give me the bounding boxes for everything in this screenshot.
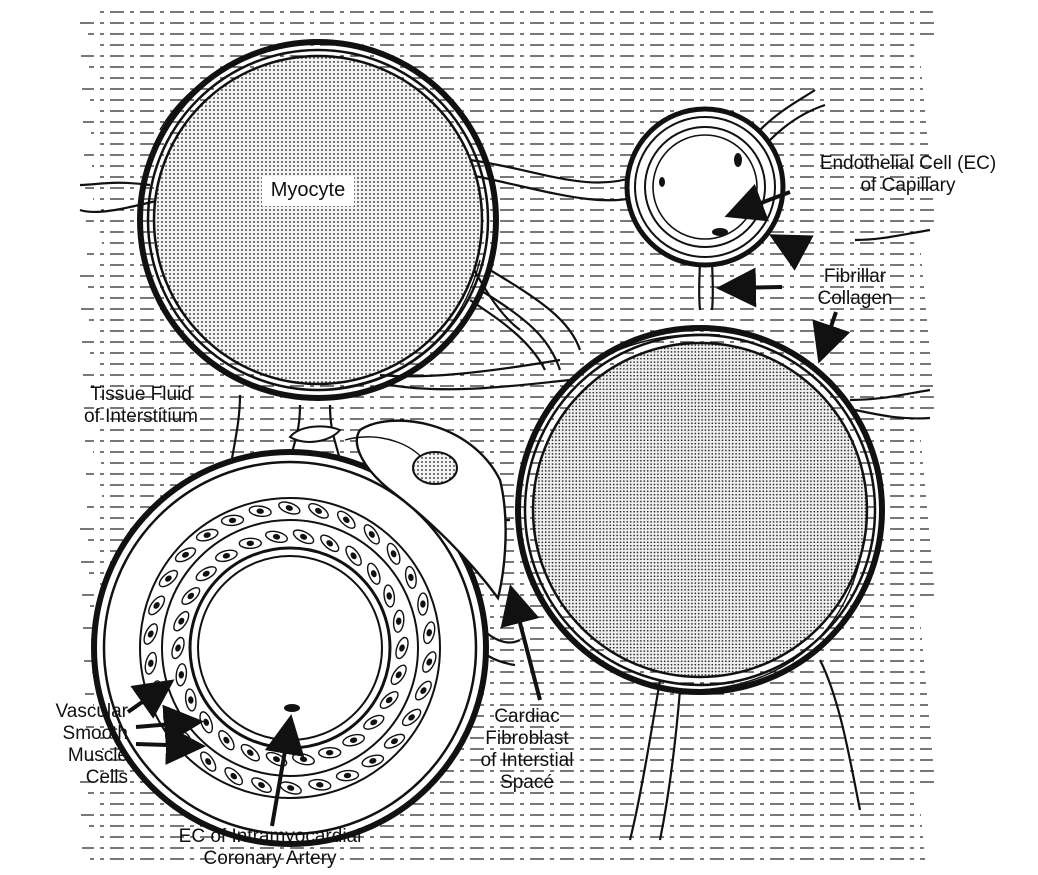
smooth-muscle-nucleus: [229, 518, 235, 522]
cardiac-fibroblast-label: Cardiac Fibroblast of Interstial Spacé: [462, 706, 592, 794]
endothelial-capillary-label: Endothelial Cell (EC) of Capillary: [788, 153, 1028, 197]
smooth-muscle-nucleus: [387, 593, 392, 599]
smooth-muscle-nucleus: [148, 660, 153, 667]
smooth-muscle-nucleus: [408, 574, 413, 581]
smooth-muscle-nucleus: [327, 751, 333, 755]
tissue-fluid-label: Tissue Fluid of Interstitium: [56, 384, 226, 428]
smooth-muscle-nucleus: [300, 757, 307, 762]
myocyte-label: Myocyte: [264, 179, 352, 201]
myocyte-right: [518, 328, 882, 692]
arrow-collagen-1: [776, 238, 802, 252]
capillary: [627, 109, 783, 265]
arrow-smc-3: [136, 744, 198, 746]
fibrillar-collagen-label: Fibrillar Collagen: [800, 266, 910, 310]
smooth-muscle-nucleus: [350, 738, 357, 743]
vascular-smooth-muscle-label: Vascular Smooth Muscle Cells: [8, 701, 128, 789]
smooth-muscle-nucleus: [179, 672, 184, 678]
smooth-muscle-nucleus: [396, 618, 401, 624]
arrow-fibroblast: [512, 592, 540, 700]
arrow-collagen-3: [821, 312, 836, 356]
smooth-muscle-nucleus: [317, 782, 323, 787]
smooth-muscle-nucleus: [273, 534, 280, 539]
smooth-muscle-nucleus: [247, 541, 253, 545]
myocyte-top-left: [140, 42, 496, 398]
arrow-collagen-2: [724, 287, 782, 288]
smooth-muscle-nucleus: [257, 509, 263, 514]
smooth-muscle-nucleus: [167, 715, 172, 722]
smooth-muscle-nucleus: [188, 697, 193, 703]
smooth-muscle-nucleus: [223, 553, 230, 558]
smooth-muscle-nucleus: [421, 601, 425, 607]
smooth-muscle-nucleus: [427, 629, 432, 636]
ec-coronary-artery-label: EC of Intramyocardial Coronary Artery: [130, 826, 410, 870]
smooth-muscle-nucleus: [344, 773, 350, 777]
